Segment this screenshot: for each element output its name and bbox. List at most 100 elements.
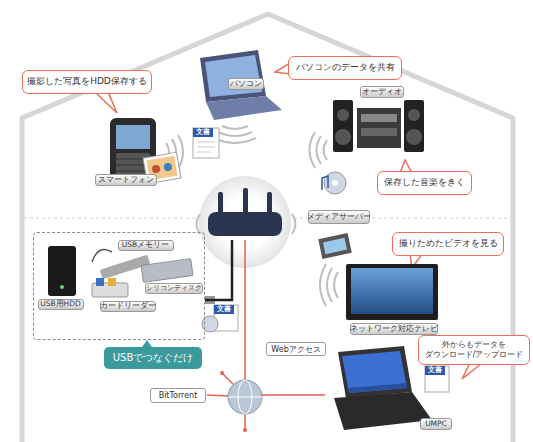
wireless-wave xyxy=(334,272,338,298)
laptop-lid xyxy=(200,50,266,102)
globe-equator xyxy=(228,397,262,398)
connector-label: Webアクセス xyxy=(266,342,326,356)
callout-bubble: 保存した音楽をきく xyxy=(377,171,472,195)
photo-person xyxy=(163,162,172,171)
device-name: USB用HDD xyxy=(40,300,81,308)
callout-bubble: 撮りためたビデオを見る xyxy=(392,232,504,256)
audio-panel xyxy=(361,128,397,136)
callout-tail xyxy=(95,92,117,113)
speaker xyxy=(333,100,353,152)
audio-panel xyxy=(361,114,397,122)
umpc-node: UMPC xyxy=(325,345,470,433)
usb-memory-cord xyxy=(92,250,112,262)
device-label: USB用HDD xyxy=(38,299,84,310)
wireless-wave xyxy=(310,132,316,168)
device-name: パソコン xyxy=(230,80,262,88)
device-label: スマートフォン xyxy=(95,174,157,186)
wireless-wave xyxy=(317,136,322,164)
group-caption: USBでつなぐだけ xyxy=(104,347,202,369)
device-name: メディアサーバー xyxy=(308,210,370,224)
device-name: カードリーダー xyxy=(100,302,156,310)
laptop-screen xyxy=(205,55,262,97)
wireless-wave xyxy=(218,132,252,136)
wireless-wave xyxy=(292,214,296,234)
tv-screen xyxy=(351,268,433,314)
film-frame xyxy=(323,238,347,254)
router-glow xyxy=(199,176,291,268)
wireless-wave xyxy=(214,138,256,143)
device-label: カードリーダー xyxy=(100,301,156,312)
wireless-wave xyxy=(320,264,326,306)
document-tab-text: 文書 xyxy=(193,128,213,137)
torrent-line xyxy=(222,373,233,384)
usb-device-group: USBでつなぐだけUSBメモリーシリコンディスクUSB用HDDカードリーダー xyxy=(33,232,205,340)
document-sheet xyxy=(425,366,449,392)
torrent-line xyxy=(207,395,228,396)
wireless-wave xyxy=(327,268,332,302)
callout-text: パソコンのデータを共有 xyxy=(296,62,395,73)
smartphone-screen xyxy=(116,125,150,149)
document-tab-text: 文書 xyxy=(425,366,445,375)
document-tab xyxy=(214,305,234,314)
device-name: スマートフォン xyxy=(98,176,154,184)
device-name: オーディオ xyxy=(362,88,402,96)
silicon-disk xyxy=(141,259,193,283)
speaker-cone xyxy=(406,129,422,145)
speaker-cone xyxy=(337,109,349,121)
callout-text: 外からもデータを ダウンロード/アップロード xyxy=(423,340,525,360)
torrent-dot xyxy=(243,428,247,432)
memory-card xyxy=(96,278,104,286)
document-tab xyxy=(193,128,213,137)
torrent-dot xyxy=(220,371,224,375)
callout-text: 保存した音楽をきく xyxy=(384,177,465,188)
document-sheet xyxy=(193,128,219,158)
document-lines xyxy=(197,142,215,152)
usb-cable xyxy=(205,240,232,300)
callout-bubble: パソコンのデータを共有 xyxy=(288,56,402,80)
speaker-cone xyxy=(335,129,351,145)
audio-unit xyxy=(357,108,401,148)
router-body xyxy=(208,212,282,236)
media-server-node: メディアサーバー xyxy=(205,196,369,240)
music-note xyxy=(322,176,328,190)
wireless-wave xyxy=(222,126,248,129)
film-strip xyxy=(318,233,352,259)
speaker-cone xyxy=(408,109,420,121)
wireless-wave xyxy=(197,214,201,234)
umpc-lid xyxy=(338,346,412,398)
document-tab xyxy=(425,366,445,375)
tv-body xyxy=(346,264,438,320)
device-label: シリコンディスク xyxy=(145,283,203,294)
device-name: ネットワーク対応テレビ xyxy=(350,325,438,333)
protocol-label: BitTorrent xyxy=(150,388,206,403)
device-name: UMPC xyxy=(420,418,452,430)
callout-bubble: 撮影した写真をHDD保存する xyxy=(22,70,152,94)
umpc-base xyxy=(334,392,432,430)
callout-tail xyxy=(462,363,482,379)
usb-hdd-light xyxy=(60,285,64,289)
house-outline xyxy=(22,14,513,442)
usb-plug xyxy=(205,296,215,304)
usb-hdd xyxy=(48,246,76,296)
speaker xyxy=(404,100,424,152)
device-label: USBメモリー xyxy=(118,240,174,251)
device-label: パソコン xyxy=(228,78,264,90)
router-antenna xyxy=(243,188,248,216)
photo-person xyxy=(151,164,160,173)
wireless-wave xyxy=(324,140,328,160)
device-name: USBメモリー xyxy=(122,241,169,249)
globe xyxy=(228,380,262,414)
umpc-taskbar xyxy=(348,383,407,393)
document-tab-text: 文書 xyxy=(214,305,234,314)
device-name: シリコンディスク xyxy=(146,285,202,292)
umpc-screen xyxy=(342,351,407,393)
internet-line xyxy=(245,240,325,395)
memory-card xyxy=(108,278,116,286)
callout-bubble: 外からもデータを ダウンロード/アップロード xyxy=(418,335,530,365)
